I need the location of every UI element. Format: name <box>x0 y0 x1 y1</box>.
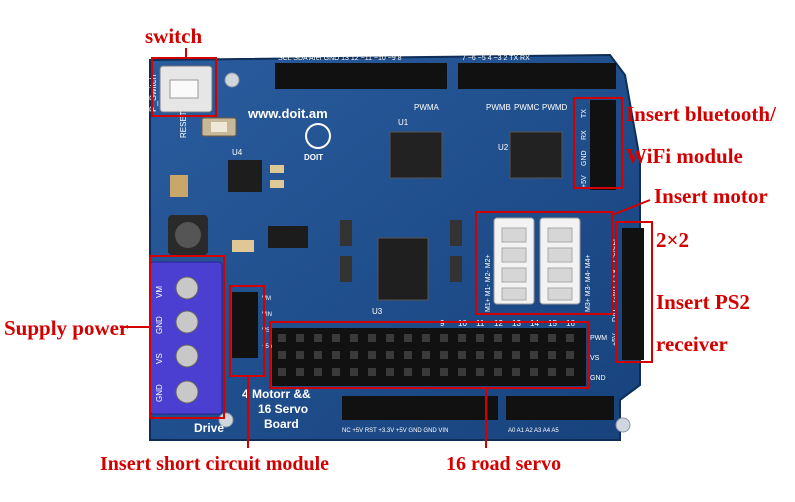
callout-frame-supply <box>149 255 225 419</box>
ic-label: U3 <box>372 307 383 316</box>
servo-numbers: 9 10 11 12 13 14 15 16 <box>440 319 575 328</box>
callout-short-circuit: Insert short circuit module <box>100 453 330 475</box>
jumper-label: +5V <box>262 344 273 350</box>
brand-label: DOIT <box>304 153 323 162</box>
terminal-label: GND <box>155 384 164 402</box>
top-header-left[interactable] <box>275 63 447 89</box>
resistor-pack <box>340 220 352 246</box>
resistor-pack <box>450 256 462 282</box>
jumper-label: VIN <box>262 312 272 318</box>
callout-supply: Supply power <box>4 316 129 340</box>
regulator-ic <box>228 160 262 192</box>
mount-hole <box>615 417 631 433</box>
servo-rail-label: GND <box>590 375 606 382</box>
servo-number: 15 <box>548 319 557 328</box>
board-title-line2: 16 Servo <box>258 402 308 416</box>
ps2-header[interactable] <box>622 228 644 360</box>
power-switch-slider[interactable] <box>169 79 199 99</box>
bottom-header-left[interactable] <box>342 396 498 420</box>
callout-ps2-line1: Insert PS2 <box>656 290 750 314</box>
bottom-header-left-label: NC +5V RST +3.3V +5V GND GND VIN <box>342 428 448 434</box>
capacitor <box>270 180 284 188</box>
callout-arrows <box>120 48 651 448</box>
terminal-label: VM <box>155 286 164 298</box>
callout-motor-count: 2×2 <box>656 228 689 252</box>
ic-label: U2 <box>498 143 509 152</box>
callout-frame-servo <box>269 321 589 389</box>
servo-number: 13 <box>512 319 521 328</box>
jumper-label: VM <box>262 296 271 302</box>
mount-hole <box>224 72 240 88</box>
pwm-label: PWMD <box>542 103 568 112</box>
ic-label: U4 <box>232 148 243 157</box>
callout-bluetooth-line2: WiFi module <box>626 144 743 168</box>
ic-label: U1 <box>398 118 409 127</box>
pwm-label: PWMA <box>414 103 440 112</box>
callout-ps2-line2: receiver <box>656 332 728 356</box>
short-circuit-jumper-header[interactable] <box>232 292 258 358</box>
resistor-pack <box>340 256 352 282</box>
board-title-line3: Board <box>264 417 299 431</box>
callout-frame-motor <box>475 211 613 315</box>
board-title-line1: 4 Motorr && <box>242 387 311 401</box>
bt-pin-label: TX <box>581 109 588 118</box>
motor-label: M3+ M3- M4- M4+ <box>585 254 592 312</box>
servo-number: 10 <box>458 319 467 328</box>
bt-pin-label: RX <box>581 130 588 140</box>
top-header-left-label: SCL SDA Aref GND 13 12 ~11 ~10 ~9 8 <box>278 55 402 62</box>
callout-switch: switch <box>145 24 203 48</box>
pwm-label: PWMC <box>514 103 540 112</box>
callout-frame-switch <box>151 57 217 117</box>
resistor-pack <box>450 220 462 246</box>
reset-label: RESET <box>179 111 188 138</box>
servo-number: 16 <box>566 319 575 328</box>
bottom-header-right-label: A0 A1 A2 A3 A4 A5 <box>508 428 559 434</box>
top-header-right-label: 7 ~6 ~5 4 ~3 2 TX RX <box>462 55 530 62</box>
reset-button-cap[interactable] <box>211 122 227 132</box>
motor-connector-pins <box>501 227 573 301</box>
website-label: www.doit.am <box>247 106 328 121</box>
servo-number: 12 <box>494 319 503 328</box>
servo-pins <box>278 334 574 376</box>
callout-bluetooth-line1: Insert bluetooth/ <box>626 102 776 126</box>
servo-number: 9 <box>440 319 445 328</box>
drive-label: Drive <box>194 421 224 435</box>
bt-pin-label: +5V <box>581 175 588 188</box>
callout-servo: 16 road servo <box>446 453 562 475</box>
callout-frame-bluetooth <box>573 97 623 189</box>
capacitor <box>170 175 188 197</box>
callout-frame-ps2 <box>615 221 653 363</box>
mount-hole <box>218 412 234 428</box>
bt-pin-label: GND <box>581 150 588 166</box>
capacitor <box>270 165 284 173</box>
pwm-controller-ic <box>377 237 429 301</box>
pwm-label: PWMB <box>486 103 511 112</box>
terminal-label: VS <box>155 353 164 364</box>
jumper-label: VS <box>262 328 270 334</box>
doit-logo-icon <box>305 123 331 149</box>
terminal-screws[interactable] <box>175 276 199 404</box>
diode <box>268 226 308 248</box>
terminal-label: GND <box>155 316 164 334</box>
callout-motor: Insert motor <box>654 184 768 208</box>
bottom-header-right[interactable] <box>506 396 614 420</box>
servo-rail-label: VS <box>590 355 600 362</box>
top-header-right[interactable] <box>458 63 616 89</box>
servo-number: 14 <box>530 319 539 328</box>
motor-driver-ic <box>509 131 563 179</box>
inductor-core <box>175 222 201 248</box>
capacitor <box>232 240 254 252</box>
servo-number: 11 <box>476 319 485 328</box>
motor-driver-ic <box>389 131 443 179</box>
servo-rail-label: PWM <box>590 335 607 342</box>
bluetooth-header[interactable] <box>590 100 616 190</box>
motor-label: M1+ M1- M2- M2+ <box>485 254 492 312</box>
